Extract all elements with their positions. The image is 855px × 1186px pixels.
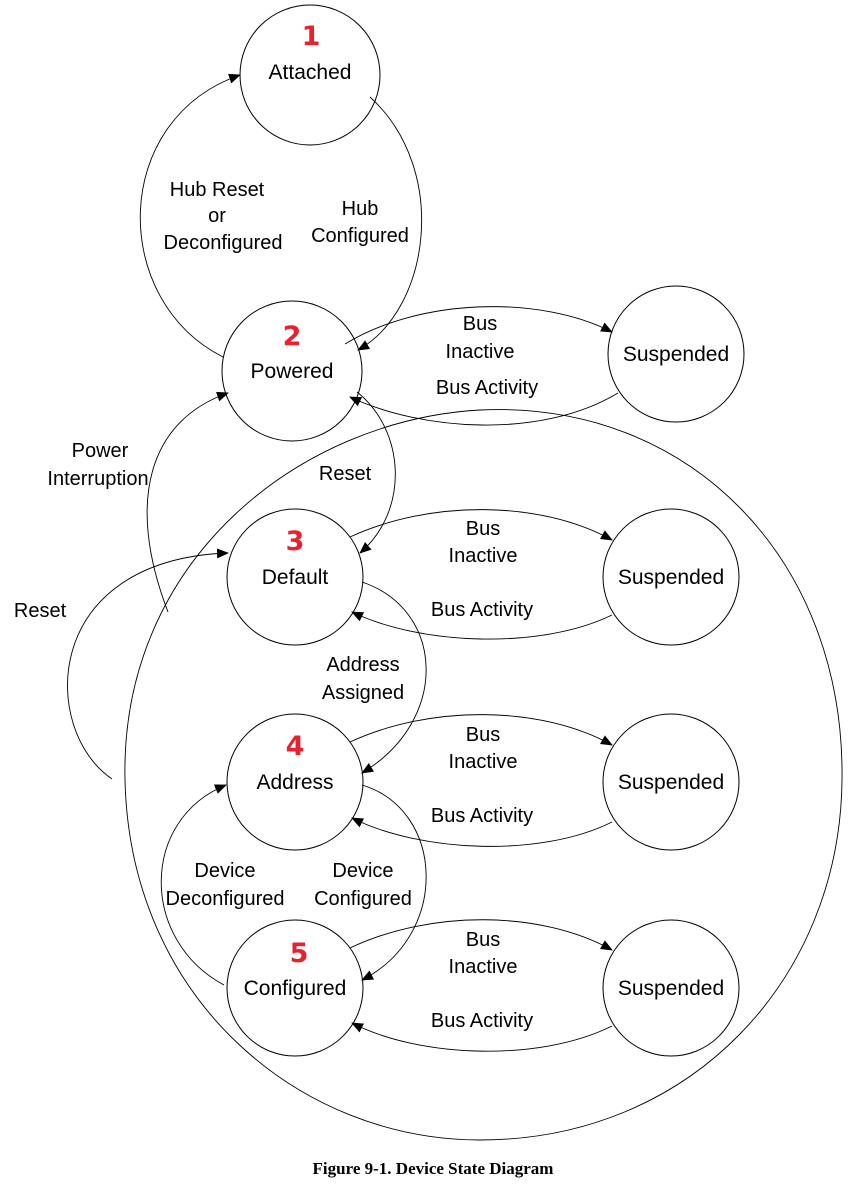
label-address-bus-line1: Bus [466,724,500,746]
edge-default-bus-inactive [349,509,613,541]
label-hub-reset-line2: or [208,205,226,227]
label-hub-reset-line1: Hub Reset [170,179,265,201]
state-attached-number: 1 [302,21,321,52]
label-power-interruption-line2: Interruption [47,468,148,490]
state-suspended-default-label: Suspended [618,566,724,589]
state-suspended-powered-circle [607,285,745,423]
state-powered-circle [221,300,363,442]
label-configured-inactive-line2: Inactive [449,956,518,978]
state-powered-number: 2 [283,321,302,352]
edge-default-bus-activity [351,611,613,640]
edge-power-interruption [146,391,229,613]
edge-address-bus-activity [351,817,613,847]
edge-address-bus-inactive [349,714,613,746]
label-reset-powered: Reset [319,463,372,485]
label-device-configured-line2: Configured [314,888,412,910]
state-configured-number: 5 [290,938,309,969]
label-device-configured-line1: Device [332,860,393,882]
edge-reset-powered-default [356,391,396,554]
state-configured-label: Configured [244,977,347,1000]
edge-powered-bus-inactive [344,306,613,345]
edge-device-configured [361,784,427,981]
label-address-bus-activity: Bus Activity [431,805,533,827]
label-default-bus-line1: Bus [466,518,500,540]
state-suspended-powered-label: Suspended [623,343,729,366]
state-configured-circle [226,919,364,1057]
label-address-assigned-line2: Assigned [322,682,404,704]
figure-caption: Figure 9-1. Device State Diagram [313,1159,554,1178]
state-default-label: Default [262,566,329,589]
edge-device-deconfigured [160,784,227,986]
label-default-inactive-line2: Inactive [449,545,518,567]
state-attached-label: Attached [269,61,352,84]
state-address-label: Address [256,771,333,794]
label-hub-reset-line3: Deconfigured [164,232,283,254]
power-region-circle [124,409,843,1141]
edge-hub-reset [139,73,241,358]
label-powered-inactive-line2: Inactive [446,341,515,363]
edge-reset-global [67,548,229,780]
label-device-deconfigured-line2: Deconfigured [166,888,285,910]
label-powered-bus-line1: Bus [463,313,497,335]
label-configured-bus-line1: Bus [466,929,500,951]
label-default-bus-activity: Bus Activity [431,599,533,621]
state-default-number: 3 [286,526,305,557]
state-powered-label: Powered [251,360,334,383]
label-hub-configured-line1: Hub [342,198,379,220]
edge-configured-bus-inactive [349,919,613,951]
state-suspended-configured-circle [602,919,740,1057]
label-reset-global: Reset [14,600,67,622]
state-suspended-configured-label: Suspended [618,977,724,1000]
label-power-interruption-line1: Power [72,440,129,462]
state-default-circle [226,508,364,646]
state-address-circle [226,713,364,851]
edge-address-assigned [361,581,427,774]
state-suspended-default-circle [602,508,740,646]
label-address-assigned-line1: Address [326,654,399,676]
label-powered-bus-activity: Bus Activity [436,377,538,399]
edge-hub-configured [357,96,422,351]
label-hub-configured-line2: Configured [311,225,409,247]
state-suspended-address-circle [602,713,740,851]
state-suspended-address-label: Suspended [618,771,724,794]
label-configured-bus-activity: Bus Activity [431,1010,533,1032]
state-address-number: 4 [286,731,305,762]
edge-configured-bus-activity [351,1022,613,1052]
label-address-inactive-line2: Inactive [449,751,518,773]
label-device-deconfigured-line1: Device [194,860,255,882]
edge-powered-bus-activity [349,392,619,426]
